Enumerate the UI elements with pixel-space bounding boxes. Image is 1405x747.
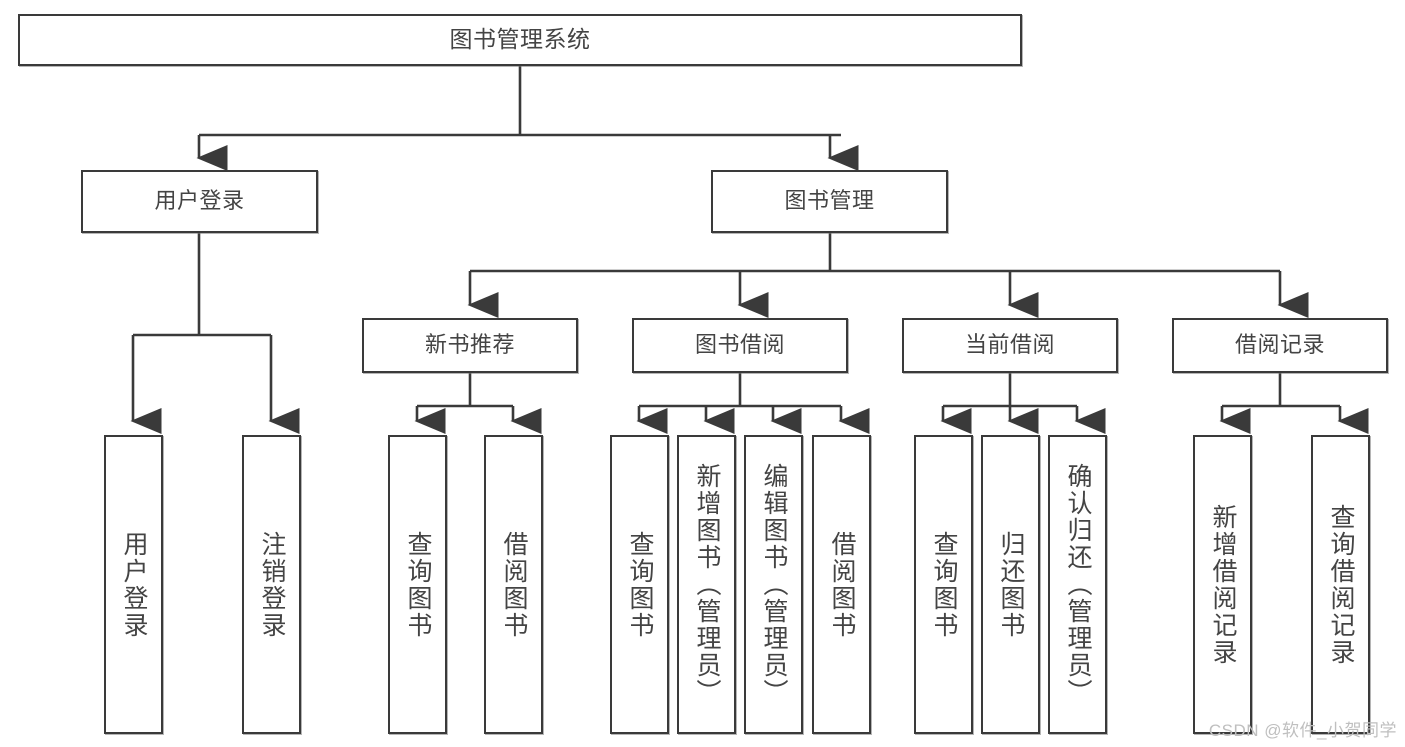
node-label: 图书管理系统: [449, 26, 591, 53]
node-label: 用户登录: [120, 530, 148, 639]
watermark: CSDN @软件_小贺同学: [1208, 721, 1397, 740]
leaf-return-book[interactable]: 归还图书: [981, 435, 1040, 734]
node-label: 编辑图书（管理员）: [760, 463, 788, 706]
leaf-borrow-book-2[interactable]: 借阅图书: [812, 435, 871, 734]
node-label: 当前借阅: [964, 332, 1055, 358]
node-label: 借阅图书: [828, 530, 856, 639]
node-book-manage[interactable]: 图书管理: [711, 170, 948, 233]
leaf-query-record[interactable]: 查询借阅记录: [1311, 435, 1370, 734]
node-label: 新增图书（管理员）: [693, 463, 721, 706]
node-label: 借阅图书: [500, 530, 528, 639]
node-book-borrow[interactable]: 图书借阅: [632, 318, 848, 373]
leaf-add-book[interactable]: 新增图书（管理员）: [677, 435, 736, 734]
node-label: 查询借阅记录: [1327, 503, 1355, 666]
leaf-user-logout[interactable]: 注销登录: [242, 435, 301, 734]
node-borrow-record[interactable]: 借阅记录: [1172, 318, 1388, 373]
node-label: 新增借阅记录: [1209, 503, 1237, 666]
leaf-edit-book[interactable]: 编辑图书（管理员）: [744, 435, 803, 734]
node-label: 确认归还（管理员）: [1064, 463, 1092, 706]
leaf-borrow-book-1[interactable]: 借阅图书: [484, 435, 543, 734]
node-new-book-recommend[interactable]: 新书推荐: [362, 318, 578, 373]
node-label: 图书管理: [784, 188, 875, 214]
leaf-add-record[interactable]: 新增借阅记录: [1193, 435, 1252, 734]
node-label: 图书借阅: [694, 332, 785, 358]
leaf-confirm-return[interactable]: 确认归还（管理员）: [1048, 435, 1107, 734]
node-label: 注销登录: [258, 530, 286, 639]
node-label: 查询图书: [404, 530, 432, 639]
node-label: 查询图书: [930, 530, 958, 639]
node-root-system[interactable]: 图书管理系统: [18, 14, 1022, 66]
node-label: 借阅记录: [1234, 332, 1325, 358]
node-label: 查询图书: [626, 530, 654, 639]
node-label: 用户登录: [154, 188, 245, 214]
node-current-borrow[interactable]: 当前借阅: [902, 318, 1118, 373]
node-label: 新书推荐: [424, 332, 515, 358]
leaf-query-book-2[interactable]: 查询图书: [610, 435, 669, 734]
leaf-query-book-3[interactable]: 查询图书: [914, 435, 973, 734]
leaf-query-book-1[interactable]: 查询图书: [388, 435, 447, 734]
leaf-user-login[interactable]: 用户登录: [104, 435, 163, 734]
node-label: 归还图书: [997, 530, 1025, 639]
node-user-login[interactable]: 用户登录: [81, 170, 318, 233]
